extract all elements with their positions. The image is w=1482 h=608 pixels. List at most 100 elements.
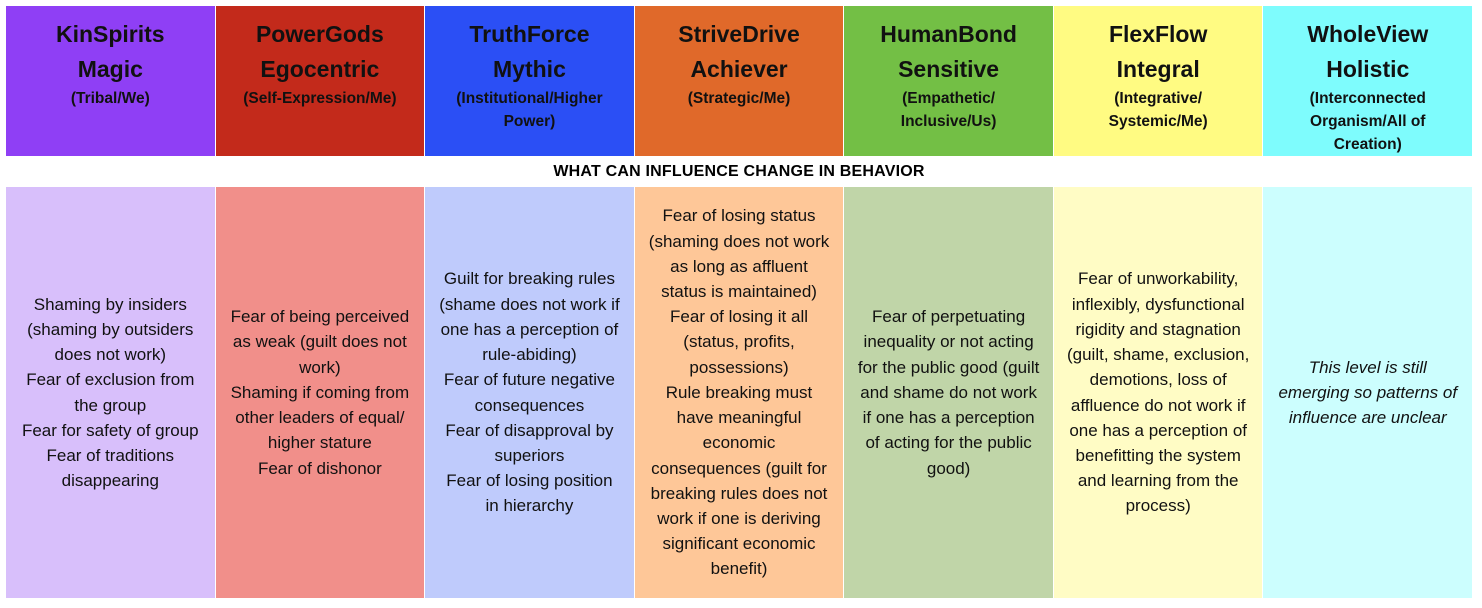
influence-text-line: does not work): [54, 345, 167, 365]
level-subtitle: (Integrative/: [1114, 90, 1203, 107]
level-subtitle: (Institutional/Higher: [456, 90, 603, 107]
influence-text-line: (shaming does not work: [648, 231, 830, 251]
influence-text-line: of acting for the public: [865, 433, 1032, 453]
level-subtitle: (Empathetic/: [902, 90, 996, 107]
influence-text-line: and shame do not work: [860, 382, 1037, 402]
influence-text-line: in hierarchy: [485, 496, 574, 516]
level-subtitle: (Strategic/Me): [687, 90, 791, 107]
influence-text-line: work): [299, 357, 341, 377]
influence-text-line: one has a perception of: [1069, 420, 1248, 440]
influence-text-line: inflexibly, dysfunctional: [1071, 294, 1245, 314]
level-name: HumanBond: [880, 21, 1017, 47]
level-name: WholeView: [1307, 21, 1429, 47]
influence-text-line: Guilt for breaking rules: [443, 269, 615, 289]
level-name: PowerGods: [255, 21, 384, 47]
influence-text-line: demotions, loss of: [1089, 370, 1227, 390]
influence-text-line: process): [1125, 496, 1191, 516]
influence-text-line: Fear of perpetuating: [872, 307, 1026, 327]
influence-text-line: benefit): [710, 559, 768, 579]
level-name: Mythic: [493, 56, 566, 82]
influence-text-line: Shaming by insiders: [33, 294, 187, 314]
influence-truthforce: Guilt for breaking rules (shame does not …: [425, 187, 635, 598]
influence-text-line: if one has a perception: [862, 408, 1035, 428]
influence-text-line: Fear of unworkability,: [1078, 269, 1239, 289]
level-subtitle: (Tribal/We): [70, 90, 150, 107]
influence-text-line: have meaningful: [676, 408, 802, 428]
influence-text-line: work if one is deriving: [657, 508, 821, 528]
influence-text-line: one has a perception of: [440, 319, 619, 339]
influence-text-line: affluence do not work if: [1070, 395, 1246, 415]
influence-text-line: Fear of traditions: [46, 445, 175, 465]
level-name: TruthForce: [469, 21, 590, 47]
influence-text-line: Fear of losing status: [662, 206, 816, 226]
influence-text-line: This level is still: [1308, 357, 1427, 377]
influence-text-line: Fear of future negative: [443, 370, 615, 390]
influence-text-line: Fear for safety of group: [21, 420, 199, 440]
influence-text-line: other leaders of equal/: [235, 408, 405, 428]
influence-wholeview: This level is still emerging so patterns …: [1263, 187, 1473, 598]
influence-text-line: (shaming by outsiders: [27, 319, 194, 339]
influence-text-line: breaking rules does not: [650, 483, 828, 503]
level-name: KinSpirits: [55, 21, 165, 47]
influence-text-line: benefitting the system: [1075, 445, 1241, 465]
influence-text-line: emerging so patterns of: [1278, 382, 1458, 402]
influence-flexflow: Fear of unworkability, inflexibly, dysfun…: [1053, 187, 1264, 598]
level-subtitle: Creation): [1333, 136, 1402, 153]
influence-text-line: Fear of exclusion from: [26, 370, 195, 390]
influence-text-line: Shaming if coming from: [230, 382, 410, 402]
influence-text-line: Fear of being perceived: [230, 307, 410, 327]
level-subtitle: Power): [503, 113, 556, 130]
influence-text-line: significant economic: [662, 534, 816, 554]
influence-text-line: economic: [702, 433, 776, 453]
level-subtitle: Inclusive/Us): [900, 113, 997, 130]
influence-text-line: (guilt, shame, exclusion,: [1066, 345, 1250, 365]
influence-text-line: inequality or not acting: [863, 332, 1034, 352]
level-name: Integral: [1116, 56, 1200, 82]
level-subtitle: (Interconnected: [1309, 90, 1426, 107]
level-name: Sensitive: [898, 56, 1000, 82]
influence-text-line: consequences (guilt for: [651, 458, 827, 478]
influence-text-line: consequences: [474, 395, 585, 415]
influence-text-line: status is maintained): [661, 282, 817, 302]
influence-text-line: (shame does not work if: [439, 294, 620, 314]
influence-text-line: higher stature: [267, 433, 372, 453]
influence-text-line: (status, profits,: [683, 332, 795, 352]
section-banner: WHAT CAN INFLUENCE CHANGE IN BEHAVIOR: [553, 162, 925, 180]
influence-text-line: for the public good (guilt: [857, 357, 1040, 377]
influence-text-line: rigidity and stagnation: [1075, 319, 1241, 339]
influence-text-line: good): [926, 458, 971, 478]
level-name: Egocentric: [260, 56, 380, 82]
influence-text-line: Fear of losing position: [446, 471, 613, 491]
influence-text-line: as long as affluent: [670, 256, 808, 276]
influence-text-line: superiors: [494, 445, 565, 465]
level-subtitle: Organism/All of: [1310, 113, 1426, 130]
influence-text-line: possessions): [689, 357, 789, 377]
influence-kinspirits: Shaming by insiders (shaming by outsiders…: [6, 187, 216, 598]
influence-text-line: Fear of losing it all: [670, 307, 808, 327]
influence-humanbond: Fear of perpetuating inequality or not ac…: [844, 187, 1054, 598]
level-name: Magic: [77, 56, 143, 82]
influence-text-line: Fear of disapproval by: [445, 420, 614, 440]
level-name: StriveDrive: [678, 21, 800, 47]
level-name: Achiever: [690, 56, 788, 82]
level-subtitle: (Self-Expression/Me): [243, 90, 397, 107]
level-subtitle: Systemic/Me): [1108, 113, 1208, 130]
influence-text-line: rule-abiding): [482, 345, 577, 365]
level-name: Holistic: [1326, 56, 1410, 82]
influence-text-line: influence are unclear: [1288, 408, 1447, 428]
influence-strivedrive: Fear of losing status (shaming does not w…: [634, 187, 845, 598]
influence-text-line: disappearing: [61, 471, 159, 491]
influence-body-row: Shaming by insiders (shaming by outsiders…: [6, 187, 1473, 598]
level-name: FlexFlow: [1108, 21, 1208, 47]
influence-text-line: Rule breaking must: [665, 382, 813, 402]
influence-text-line: and learning from the: [1077, 471, 1239, 491]
